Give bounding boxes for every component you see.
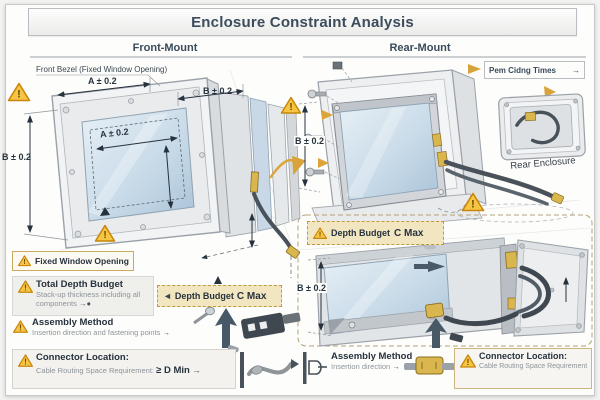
- cable-routing-icon: [240, 352, 299, 388]
- svg-text:!: !: [471, 199, 475, 211]
- dim-b-left: B ± 0.2: [2, 152, 31, 162]
- depth-budget-left-callout: ◄ Depth Budget C Max: [157, 285, 282, 307]
- connector-left-callout: ! Connector Location: Cable Routing Spac…: [12, 349, 236, 389]
- assembly-left-title: Assembly Method: [32, 317, 114, 328]
- front-bezel-label: Front Bezel (Fixed Window Opening): [36, 65, 168, 74]
- connector-right-desc: Cable Routing Space Requirement: [479, 363, 588, 370]
- rear-mount-assembly-illustration: [298, 61, 574, 233]
- panel-dim-b: B ± 0.2: [296, 283, 327, 293]
- assembly-left-callout: Assembly Method Insertion direction and …: [32, 317, 170, 337]
- depth-budget-right-label: Depth Budget: [331, 228, 390, 238]
- warning-icon: !: [18, 354, 33, 367]
- warning-icon: !: [18, 280, 33, 293]
- depth-budget-left-value: C Max: [236, 290, 267, 302]
- depth-budget-left-label: Depth Budget: [174, 291, 234, 301]
- svg-text:!: !: [23, 259, 25, 266]
- svg-text:!: !: [103, 230, 106, 241]
- warning-icon: !: [460, 354, 476, 368]
- inline-connector-icon: [404, 356, 455, 375]
- connector-left-desc: Cable Routing Space Requirement: ≥ D Min…: [36, 365, 201, 376]
- connector-right-callout: ! Connector Location: Cable Routing Spac…: [454, 348, 592, 389]
- rear-enclosure-illustration: [498, 93, 586, 161]
- pem-label-text: Pem Cidng Times: [489, 65, 556, 75]
- right-arrow-icon: →: [162, 328, 171, 337]
- svg-text:!: !: [24, 283, 27, 292]
- connector-left-value: ≥ D Min: [156, 365, 190, 376]
- warning-icon: !: [13, 320, 28, 333]
- warning-icons-artwork: ! ! ! !: [7, 82, 485, 242]
- pem-label-box: Pem Cidng Times →: [484, 61, 585, 79]
- pem-arrow-icon: →: [572, 65, 580, 75]
- right-arrow-icon: →: [392, 362, 400, 371]
- svg-text:!: !: [24, 357, 27, 366]
- total-depth-desc2: components →●: [36, 299, 91, 308]
- connector-right-text: Connector Location: Cable Routing Space …: [479, 351, 587, 370]
- fixed-window-callout: ! Fixed Window Opening: [12, 251, 134, 271]
- connector-left-title: Connector Location:: [36, 352, 129, 363]
- svg-text:!: !: [17, 89, 21, 101]
- total-depth-desc1: Stack-up thickness including all: [36, 290, 141, 299]
- dim-a-top: A ± 0.2: [88, 76, 117, 86]
- page-title-text: Enclosure Constraint Analysis: [191, 13, 414, 31]
- warning-icon: !: [313, 227, 327, 239]
- total-depth-title: Total Depth Budget: [36, 279, 123, 290]
- assembly-right-callout: Assembly Method Insertion direction →: [331, 351, 412, 371]
- warning-icon: !: [18, 255, 31, 267]
- screw-and-connector-icon: [193, 306, 301, 353]
- front-mount-header: Front-Mount: [132, 42, 198, 54]
- depth-budget-panel-illustration: [297, 214, 593, 348]
- left-arrow-icon: ◄: [163, 291, 172, 301]
- page-title: Enclosure Constraint Analysis: [28, 8, 577, 36]
- flow-arrow-icon: →●: [78, 299, 91, 308]
- total-depth-callout: ! Total Depth Budget Stack-up thickness …: [12, 276, 154, 316]
- svg-text:!: !: [289, 102, 292, 113]
- right-arrow-icon: →: [191, 365, 201, 375]
- depth-budget-right-callout: ! Depth Budget C Max: [307, 221, 444, 245]
- fixed-window-label: Fixed Window Opening: [35, 256, 129, 266]
- dim-b-top: B ± 0.2: [203, 86, 232, 96]
- svg-text:!: !: [467, 357, 470, 367]
- connector-right-title: Connector Location:: [479, 351, 567, 361]
- assembly-right-desc: Insertion direction →: [331, 362, 400, 371]
- depth-budget-right-value: C Max: [394, 227, 424, 239]
- rear-dim-b: B ± 0.2: [294, 136, 325, 146]
- rear-mount-header: Rear-Mount: [389, 42, 451, 54]
- total-depth-text: Total Depth Budget Stack-up thickness in…: [36, 279, 140, 308]
- assembly-left-desc: Insertion direction and fastening points…: [32, 328, 171, 337]
- assembly-right-title: Assembly Method: [331, 351, 413, 362]
- svg-text:!: !: [319, 230, 322, 239]
- connector-left-text: Connector Location: Cable Routing Space …: [36, 352, 201, 376]
- svg-text:!: !: [19, 323, 22, 332]
- panel-mount-connector-icon: [303, 352, 327, 384]
